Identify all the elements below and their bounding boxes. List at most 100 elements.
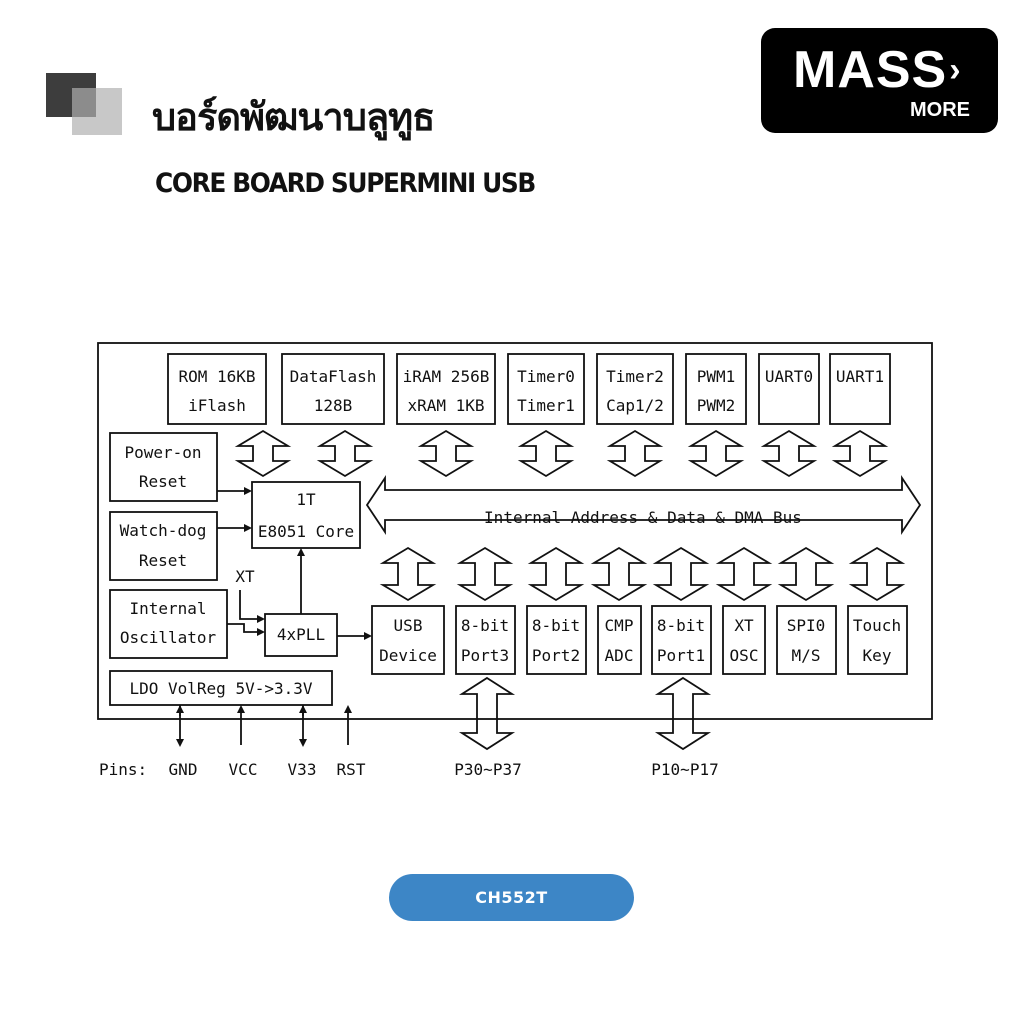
block-cmp-adc-l2: ADC [605, 646, 634, 665]
oscillator-l2: Oscillator [120, 628, 217, 647]
block-pwm [685, 353, 747, 425]
pll-label: 4xPLL [277, 625, 325, 644]
block-cmp-adc [597, 605, 642, 675]
block-port3-l2: Port3 [461, 646, 509, 665]
block-port1-l1: 8-bit [657, 616, 705, 635]
internal-bus-arrow [365, 475, 922, 535]
block-port1-l2: Port1 [657, 646, 705, 665]
block-ram [396, 353, 496, 425]
block-pwm-l1: PWM1 [697, 367, 736, 386]
chevron-right-icon: › [949, 51, 962, 89]
port3-pin-arrow [458, 676, 516, 751]
port1-pins: P10~P17 [651, 760, 718, 779]
top-arrow-timer01 [517, 429, 575, 478]
top-arrow-uart0 [760, 429, 818, 478]
power-on-l1: Power-on [124, 443, 201, 462]
block-xt-osc [722, 605, 766, 675]
top-arrow-ram [417, 429, 475, 478]
block-timer2 [596, 353, 674, 425]
block-usb-l2: Device [379, 646, 437, 665]
bottom-arrow-port2 [527, 546, 585, 602]
block-timer01 [507, 353, 585, 425]
block-timer2-l1: Timer2 [606, 367, 664, 386]
core-l1: 1T [296, 490, 316, 509]
block-usb-l1: USB [394, 616, 423, 635]
arrow-xt-to-pll [239, 590, 265, 623]
block-touch-key-l1: Touch [853, 616, 901, 635]
block-port2-l2: Port2 [532, 646, 580, 665]
block-spi [776, 605, 837, 675]
bottom-arrow-xt-osc [715, 546, 773, 602]
top-blocks: ROM 16KB iFlash DataFlash 128B iRAM 256B… [167, 353, 891, 425]
top-arrow-power [234, 429, 292, 478]
oscillator-l1: Internal [129, 599, 206, 618]
bus-label: Internal Address & Data & DMA Bus [484, 508, 802, 527]
chip-outline [97, 342, 933, 720]
pin-gnd: GND [169, 760, 198, 779]
block-xt-osc-l2: OSC [730, 646, 759, 665]
block-port3-l1: 8-bit [461, 616, 509, 635]
brand-logo: MASS› MORE [761, 28, 998, 133]
block-touch-key-l2: Key [863, 646, 892, 665]
decor-square-mid [72, 88, 96, 117]
pin-rst: RST [337, 760, 366, 779]
bottom-arrow-cmp-adc [590, 546, 648, 602]
block-dataflash-l2: 128B [314, 396, 353, 415]
bottom-arrow-touch-key [848, 546, 906, 602]
block-dataflash [281, 353, 385, 425]
signal-arrows [176, 487, 372, 747]
block-uart1-l1: UART1 [836, 367, 884, 386]
bottom-arrow-port1 [652, 546, 710, 602]
block-uart1 [829, 353, 891, 425]
block-timer01-l2: Timer1 [517, 396, 575, 415]
top-arrow-timer2 [606, 429, 664, 478]
arrow-osc-to-pll [227, 623, 265, 636]
watchdog-l2: Reset [139, 551, 187, 570]
block-cmp-adc-l1: CMP [605, 616, 634, 635]
block-spi-l1: SPI0 [787, 616, 826, 635]
top-block-arrows [234, 429, 889, 478]
block-ldo [109, 670, 333, 706]
block-e8051-core [251, 481, 361, 549]
block-uart0-l1: UART0 [765, 367, 813, 386]
block-port3 [455, 605, 516, 675]
bottom-arrow-spi [777, 546, 835, 602]
block-spi-l2: M/S [792, 646, 821, 665]
pin-v33: V33 [288, 760, 317, 779]
block-ram-l2: xRAM 1KB [407, 396, 484, 415]
bottom-arrow-usb [379, 546, 437, 602]
block-usb [371, 605, 445, 675]
xt-label: XT [235, 567, 255, 586]
chip-model-badge: CH552T [389, 874, 634, 921]
block-rom-l1: ROM 16KB [178, 367, 255, 386]
top-arrow-dataflash [316, 429, 374, 478]
power-on-l2: Reset [139, 472, 187, 491]
watchdog-l1: Watch-dog [120, 521, 207, 540]
block-ram-l1: iRAM 256B [403, 367, 490, 386]
block-dataflash-l1: DataFlash [290, 367, 377, 386]
block-watchdog-reset [109, 511, 218, 581]
block-power-on-reset [109, 432, 218, 502]
block-touch-key [847, 605, 908, 675]
block-pwm-l2: PWM2 [697, 396, 736, 415]
pin-vcc: VCC [229, 760, 258, 779]
bottom-blocks: USB Device 8-bit Port3 8-bit Port2 CMP A… [371, 605, 908, 675]
block-timer01-l1: Timer0 [517, 367, 575, 386]
block-timer2-l2: Cap1/2 [606, 396, 664, 415]
ldo-label: LDO VolReg 5V->3.3V [129, 679, 312, 698]
page-title-thai: บอร์ดพัฒนาบลูทูธ [152, 95, 435, 139]
block-port2 [526, 605, 587, 675]
core-l2: E8051 Core [258, 522, 354, 541]
block-xt-osc-l1: XT [734, 616, 754, 635]
page-title-english: CORE BOARD SUPERMINI USB [155, 168, 536, 199]
top-arrow-uart1 [831, 429, 889, 478]
logo-sub-text: MORE [910, 99, 970, 121]
block-port2-l1: 8-bit [532, 616, 580, 635]
logo-main-text: MASS› [793, 41, 962, 99]
port1-pin-arrow [654, 676, 712, 751]
port-pin-arrows [458, 676, 712, 751]
block-rom-l2: iFlash [188, 396, 246, 415]
bottom-arrow-port3 [456, 546, 514, 602]
port3-pins: P30~P37 [454, 760, 521, 779]
